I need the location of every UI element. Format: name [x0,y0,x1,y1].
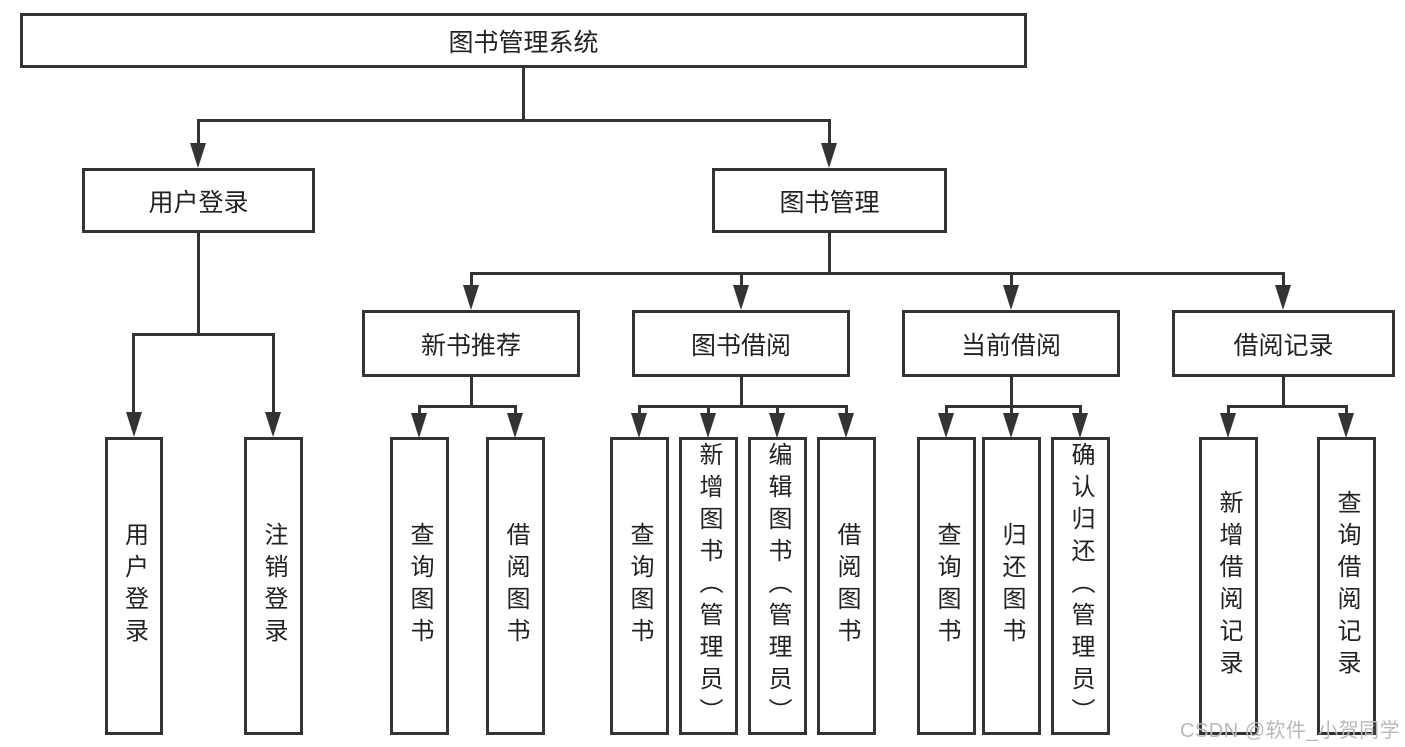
arrow-down-icon [821,143,837,168]
connector-leaf-drop [418,405,421,415]
arrow-down-icon [769,413,785,438]
node-current-borrow: 当前借阅 [902,310,1120,377]
node-add-borrow-record-label: 新增借阅记录 [1215,490,1242,682]
arrow-down-icon [631,413,647,438]
connector-group2-stem [740,377,743,408]
node-query-books-recommend-label: 查询图书 [406,522,433,650]
node-logout-login-label: 注销登录 [260,522,287,650]
node-root-label: 图书管理系统 [448,28,599,57]
node-borrow-books-recommend: 借阅图书 [486,437,545,735]
node-borrow-records: 借阅记录 [1172,310,1395,377]
node-new-book-recommend: 新书推荐 [362,310,580,377]
node-borrow-books-recommend-label: 借阅图书 [502,522,529,650]
connector-root-stem [522,68,525,122]
arrow-down-icon [838,413,854,438]
node-logout-login: 注销登录 [244,437,303,735]
connector-group1-drop [470,272,473,287]
arrow-down-icon [411,413,427,438]
connector-leaf-drop [514,405,517,415]
node-query-borrow-record: 查询借阅记录 [1317,437,1376,735]
connector-group4-stem [1282,377,1285,408]
node-new-book-recommend-label: 新书推荐 [420,331,521,360]
connector-leaf-drop [845,405,848,415]
node-query-books-borrow-label: 查询图书 [626,522,653,650]
arrow-down-icon [463,285,479,310]
arrow-down-icon [700,413,716,438]
node-user-login-group: 用户登录 [82,168,315,233]
node-edit-books-admin: 编辑图书（管理员） [748,437,807,735]
connector-level3-fork [470,272,1285,275]
connector-login-child1-drop [132,333,135,413]
node-return-books: 归还图书 [982,437,1041,735]
arrow-down-icon [1220,413,1236,438]
connector-group3-stem [1010,377,1013,408]
node-confirm-return-admin-label: 确认归还（管理员） [1067,442,1094,730]
node-user-login: 用户登录 [105,437,163,735]
connector-group4-drop [1282,272,1285,287]
connector-leaf-drop [638,405,641,415]
connector-leaf-drop [776,405,779,415]
node-query-books-borrow: 查询图书 [610,437,669,735]
arrow-down-icon [1338,413,1354,438]
connector-level1-fork [197,119,831,122]
node-book-management-group: 图书管理 [712,168,947,233]
connector-leaf-drop [1345,405,1348,415]
node-borrow-records-label: 借阅记录 [1233,331,1334,360]
node-add-books-admin-label: 新增图书（管理员） [695,442,722,730]
connector-group2-fork [638,405,848,408]
connector-group3-fork [945,405,1081,408]
arrow-down-icon [265,412,281,437]
arrow-down-icon [1275,285,1291,310]
connector-group2-drop [740,272,743,287]
node-edit-books-admin-label: 编辑图书（管理员） [764,442,791,730]
node-current-borrow-label: 当前借阅 [960,331,1061,360]
connector-leaf-drop [707,405,710,415]
connector-login-stem [197,233,200,335]
arrow-down-icon [190,143,206,168]
arrow-down-icon [733,285,749,310]
node-return-books-label: 归还图书 [998,522,1025,650]
connector-login-fork [132,333,275,336]
node-borrow-books-label: 借阅图书 [833,522,860,650]
node-book-management-group-label: 图书管理 [779,188,880,217]
connector-group4-fork [1227,405,1348,408]
connector-management-drop [828,119,831,145]
node-book-borrow: 图书借阅 [632,310,850,377]
csdn-watermark: CSDN @软件_小贺同学 [1180,720,1401,742]
node-query-books-recommend: 查询图书 [390,437,449,735]
connector-leaf-drop [1079,405,1082,415]
connector-login-drop [197,119,200,145]
node-root: 图书管理系统 [20,13,1027,68]
node-query-books-current: 查询图书 [917,437,976,735]
arrow-down-icon [938,413,954,438]
node-add-books-admin: 新增图书（管理员） [679,437,738,735]
node-user-login-group-label: 用户登录 [148,188,249,217]
connector-group3-drop [1010,272,1013,287]
arrow-down-icon [1003,413,1019,438]
arrow-down-icon [507,413,523,438]
connector-leaf-drop [1010,405,1013,415]
connector-login-child2-drop [272,333,275,413]
connector-management-stem [828,233,831,275]
connector-leaf-drop [1227,405,1230,415]
connector-group1-fork [418,405,517,408]
connector-leaf-drop [945,405,948,415]
node-user-login-label: 用户登录 [120,522,148,650]
arrow-down-icon [126,412,142,437]
node-add-borrow-record: 新增借阅记录 [1199,437,1258,735]
arrow-down-icon [1072,413,1088,438]
arrow-down-icon [1003,285,1019,310]
node-query-borrow-record-label: 查询借阅记录 [1333,490,1360,682]
node-book-borrow-label: 图书借阅 [690,331,791,360]
node-confirm-return-admin: 确认归还（管理员） [1051,437,1110,735]
connector-group1-stem [470,377,473,408]
node-borrow-books: 借阅图书 [817,437,876,735]
node-query-books-current-label: 查询图书 [933,522,960,650]
